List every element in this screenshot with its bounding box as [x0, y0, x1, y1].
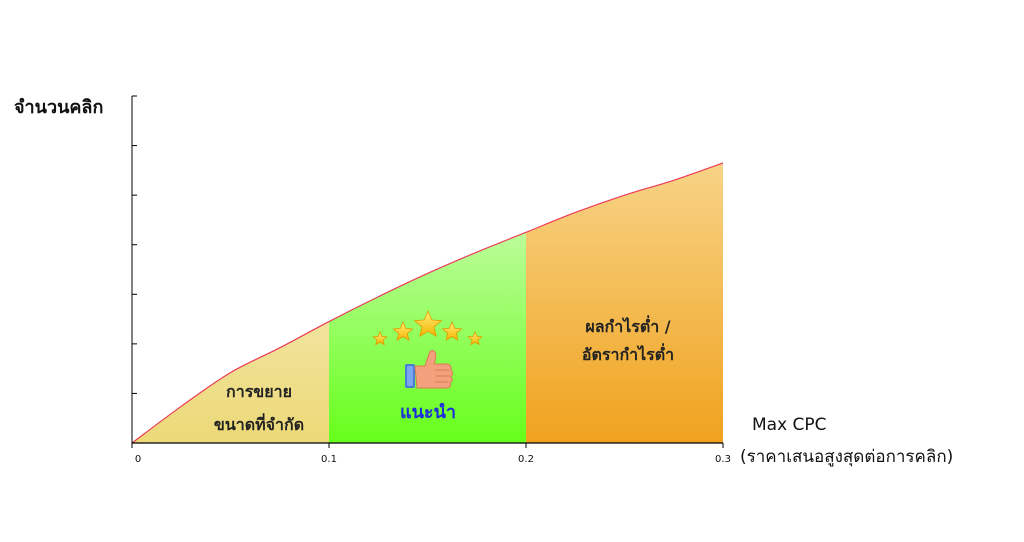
x-axis-label-line1: Max CPC [752, 415, 827, 435]
x-tick-label: 0.2 [518, 454, 534, 465]
y-axis-ticks [132, 95, 137, 394]
star-icon [467, 330, 483, 346]
x-axis-label-line2: (ราคาเสนอสูงสุดต่อการคลิก) [740, 447, 953, 467]
star-icon [372, 330, 388, 346]
x-tick-label: 0.1 [321, 454, 337, 465]
region-fills [132, 162, 723, 443]
region-recommended [329, 162, 526, 443]
star-icon [392, 320, 414, 341]
rating-stars [372, 309, 483, 346]
star-icon [413, 309, 443, 338]
region-limited-label-line2: ขนาดที่จำกัด [214, 413, 304, 434]
region-low-profit-label-line2: อัตรากำไรต่ำ [582, 343, 674, 364]
click-curve-line [131, 162, 724, 444]
star-icon [441, 320, 463, 341]
thumbs-up-icon [405, 349, 453, 389]
x-tick-label: 0 [135, 454, 141, 465]
region-low-profit-label-line1: ผลกำไรต่ำ / [585, 315, 670, 336]
y-axis-label: จำนวนคลิก [14, 97, 103, 118]
region-recommended-label: แนะนำ [400, 402, 456, 423]
x-tick-label: 0.3 [715, 454, 731, 465]
x-axis-ticks: 0 0.1 0.2 0.3 [131, 443, 731, 465]
region-low-profit [526, 162, 723, 443]
region-limited-label-line1: การขยาย [226, 382, 292, 401]
